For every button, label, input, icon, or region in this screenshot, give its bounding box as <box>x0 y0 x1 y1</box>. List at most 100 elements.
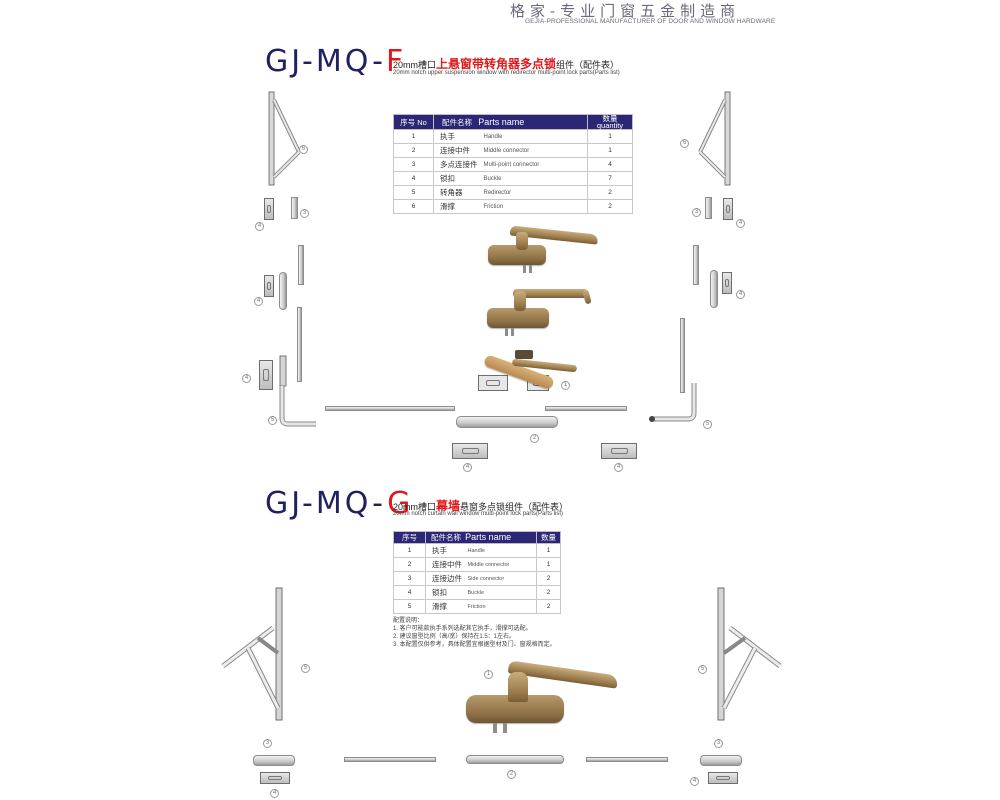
callout-connector: 3 <box>300 209 309 218</box>
callout-handle: 1 <box>484 670 493 679</box>
subtitle-cn-g: 20mm槽口幕墙悬窗多点锁组件（配件表） <box>393 497 568 514</box>
row-qty: 2 <box>536 585 561 600</box>
col-name-en: Parts name <box>465 532 512 542</box>
col-qty-cn: 数量 <box>602 114 618 123</box>
row-no: 1 <box>393 543 426 558</box>
handle-lever <box>513 289 588 298</box>
row-name-en: Friction <box>483 199 588 214</box>
connecting-rod <box>297 307 302 382</box>
callout-buckle: 4 <box>254 297 263 306</box>
callout-buckle: 4 <box>736 290 745 299</box>
handle-neck <box>508 672 528 702</box>
callout-friction: 5 <box>698 665 707 674</box>
row-name-en: Side connector <box>467 571 537 586</box>
row-name-en: Buckle <box>467 585 537 600</box>
col-name: 配件名称 Parts name <box>425 531 537 544</box>
row-name-cn: 转角器 <box>433 185 484 200</box>
handle-spindle <box>505 328 508 336</box>
connecting-rod <box>693 245 699 285</box>
table-header-row: 序号 配件名称 Parts name 数量 <box>393 531 561 544</box>
row-no: 5 <box>393 185 434 200</box>
model-suffix: F <box>386 44 407 79</box>
handle-lock-button <box>515 350 533 359</box>
callout-friction: 6 <box>299 145 308 154</box>
row-no: 4 <box>393 171 434 186</box>
model-suffix: G <box>387 486 414 521</box>
buckle-part <box>259 360 273 390</box>
row-qty: 7 <box>587 171 633 186</box>
subtitle-post: 组件（配件表） <box>556 60 620 70</box>
subtitle-en-f: 20mm notch upper suspension window with … <box>393 70 620 76</box>
callout-buckle: 4 <box>255 222 264 231</box>
row-no: 6 <box>393 199 434 214</box>
row-no: 3 <box>393 157 434 172</box>
row-no: 4 <box>393 585 426 600</box>
handle-spindle <box>503 723 507 733</box>
connecting-rod <box>298 245 304 285</box>
callout-middle: 2 <box>507 770 516 779</box>
side-connector <box>700 755 742 766</box>
connecting-rod-horizontal <box>586 757 668 762</box>
row-name-en: Middle connector <box>467 557 537 572</box>
buckle-part <box>723 198 733 220</box>
buckle-part <box>264 275 274 297</box>
callout-middle: 2 <box>530 434 539 443</box>
row-name-en: Middle connector <box>483 143 588 158</box>
row-name-en: Buckle <box>483 171 588 186</box>
note-item: 3. 本配置仅供参考，具体配置宜根据型材及门、窗规格而定。 <box>393 642 556 648</box>
connector-part <box>705 197 712 219</box>
subtitle-en-g: 20mm notch curtain wall window multi-poi… <box>393 511 564 517</box>
callout-buckle: 4 <box>614 463 623 472</box>
row-no: 2 <box>393 557 426 572</box>
subtitle-highlight: 幕墙 <box>436 499 461 513</box>
note-item: 1. 客户可能款执手系列选配其它执手，滑撑可选配。 <box>393 626 532 632</box>
row-name-en: Multi-point connector <box>483 157 588 172</box>
redirector-left-f <box>279 355 316 427</box>
buckle-part <box>452 443 488 459</box>
row-name-cn: 多点连接件 <box>433 157 484 172</box>
col-no: 序号 No <box>393 114 434 130</box>
col-no: 序号 <box>393 531 426 544</box>
buckle-part <box>260 772 290 784</box>
handle-spindle <box>529 265 532 273</box>
row-no: 1 <box>393 129 434 144</box>
col-name-cn: 配件名称 <box>442 117 472 127</box>
connector-part <box>279 272 287 310</box>
row-qty: 1 <box>536 543 561 558</box>
callout-friction: 5 <box>301 664 310 673</box>
subtitle-highlight: 上悬窗带转角器多点锁 <box>436 57 557 71</box>
row-no: 5 <box>393 599 426 614</box>
model-title-f: GJ-MQ-F <box>265 44 406 79</box>
row-name-cn: 连接中件 <box>433 143 484 158</box>
callout-buckle: 4 <box>463 463 472 472</box>
col-qty-en: quantity <box>596 121 624 130</box>
subtitle-cn-f: 20mm槽口上悬窗带转角器多点锁组件（配件表） <box>393 55 619 72</box>
row-qty: 2 <box>587 185 633 200</box>
connector-part <box>291 197 298 219</box>
row-name-en: Handle <box>467 543 537 558</box>
row-name-cn: 执手 <box>425 543 468 558</box>
model-title-g: GJ-MQ-G <box>265 486 413 521</box>
col-name-cn: 配件名称 <box>431 533 461 542</box>
subtitle-post: 悬窗多点锁组件（配件表） <box>460 502 569 512</box>
row-name-en: Handle <box>483 129 588 144</box>
handle-base <box>488 245 546 265</box>
row-name-cn: 锁扣 <box>433 171 484 186</box>
col-name-en: Parts name <box>478 116 525 127</box>
friction-stay-right-g <box>717 587 782 721</box>
row-qty: 1 <box>587 129 633 144</box>
row-name-cn: 执手 <box>433 129 484 144</box>
row-qty: 2 <box>587 199 633 214</box>
buckle-part <box>708 772 738 784</box>
middle-connector <box>456 416 558 428</box>
